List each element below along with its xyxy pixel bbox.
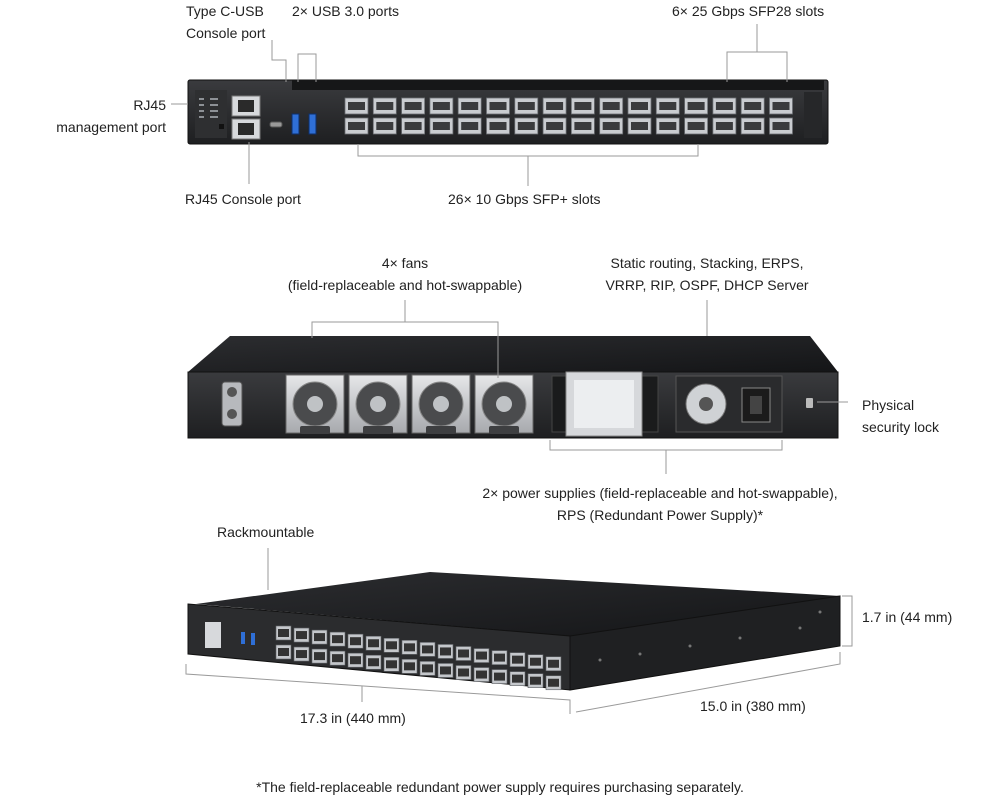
label-sfp-plus-slots: 26× 10 Gbps SFP+ slots — [448, 191, 601, 207]
iso-callouts — [185, 548, 853, 714]
iso-usb-port-1 — [241, 632, 245, 644]
label-height: 1.7 in (44 mm) — [862, 609, 953, 625]
label-usb-c-line2: Console port — [186, 25, 266, 41]
usb-3-port-2 — [308, 113, 317, 135]
iso-usb-port-2 — [251, 633, 255, 645]
label-sfp28-slots: 6× 25 Gbps SFP28 slots — [672, 3, 825, 19]
label-rj45-mgmt-line2: management port — [56, 119, 166, 135]
iso-sfp-slot-grid — [275, 625, 562, 691]
reset-button — [219, 124, 224, 129]
label-psu-line2: RPS (Redundant Power Supply)* — [556, 507, 764, 523]
psu-installed — [675, 375, 783, 433]
label-routing-line2: VRRP, RIP, OSPF, DHCP Server — [605, 277, 809, 293]
rear-top-surface — [188, 336, 838, 372]
footnote: *The field-replaceable redundant power s… — [256, 779, 744, 795]
iso-side-screws — [598, 610, 822, 662]
label-routing-line1: Static routing, Stacking, ERPS, — [610, 255, 804, 271]
iso-top-surface — [196, 572, 840, 636]
front-right-label-area — [804, 92, 822, 138]
status-leds — [199, 98, 218, 118]
fan-trays — [285, 374, 534, 434]
rj45-management-port — [231, 95, 261, 117]
front-vent-strip — [292, 80, 824, 90]
sfp-slot-grid — [344, 97, 793, 135]
label-fans-line2: (field-replaceable and hot-swappable) — [287, 277, 523, 293]
label-fans-line1: 4× fans — [381, 255, 429, 271]
security-lock-slot — [806, 398, 813, 408]
front-panel — [187, 79, 829, 145]
psu-slot-empty — [551, 371, 659, 437]
rear-panel — [187, 336, 839, 439]
rj45-console-port — [231, 118, 261, 140]
grounding-screws — [221, 381, 243, 427]
fan-tray — [474, 374, 534, 434]
fan-tray — [411, 374, 471, 434]
rear-callouts — [311, 300, 848, 474]
label-lock-line1: Physical — [862, 397, 915, 413]
iso-rj45-ports — [205, 622, 221, 648]
label-width: 17.3 in (440 mm) — [300, 710, 406, 726]
isometric-view — [187, 572, 841, 691]
usb-3-port-1 — [291, 113, 300, 135]
usb-c-console-port — [269, 121, 283, 128]
status-led-area — [195, 90, 227, 138]
label-psu-line1: 2× power supplies (field-replaceable and… — [482, 485, 838, 501]
fan-tray — [348, 374, 408, 434]
label-rj45-console: RJ45 Console port — [185, 191, 301, 207]
front-callouts — [171, 24, 788, 186]
label-usb-c-line1: Type C-USB — [186, 3, 264, 19]
label-rj45-mgmt-line1: RJ45 — [133, 97, 166, 113]
label-usb3-ports: 2× USB 3.0 ports — [292, 3, 400, 19]
label-rackmountable: Rackmountable — [217, 524, 315, 540]
label-lock-line2: security lock — [862, 419, 940, 435]
fan-tray — [285, 374, 345, 434]
label-depth: 15.0 in (380 mm) — [700, 698, 806, 714]
